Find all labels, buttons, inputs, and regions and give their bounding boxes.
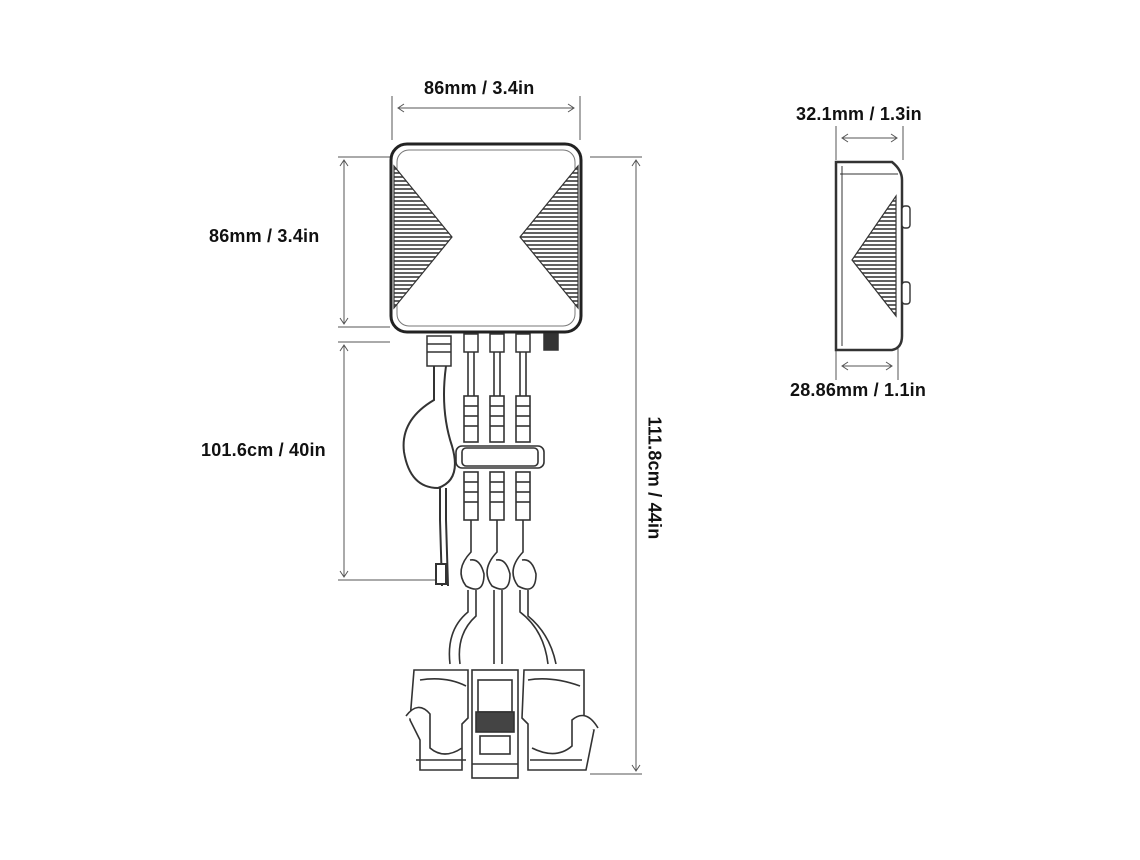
cable-clip xyxy=(455,445,545,469)
sensor-cables xyxy=(448,352,557,665)
dimension-lines xyxy=(338,96,904,775)
main-unit-side xyxy=(834,160,911,352)
main-unit-front xyxy=(389,142,583,334)
side-thickness-top-label: 32.1mm / 1.3in xyxy=(796,104,922,124)
ct-clamps xyxy=(405,669,599,779)
connector-block xyxy=(426,333,559,367)
front-height-label: 86mm / 3.4in xyxy=(209,226,320,246)
front-width-label: 86mm / 3.4in xyxy=(424,78,535,98)
total-height-label: 111.8cm / 44in xyxy=(644,416,665,540)
side-thickness-bottom-label: 28.86mm / 1.1in xyxy=(790,380,927,400)
cable-length-label: 101.6cm / 40in xyxy=(201,440,326,460)
power-cable xyxy=(402,365,456,587)
